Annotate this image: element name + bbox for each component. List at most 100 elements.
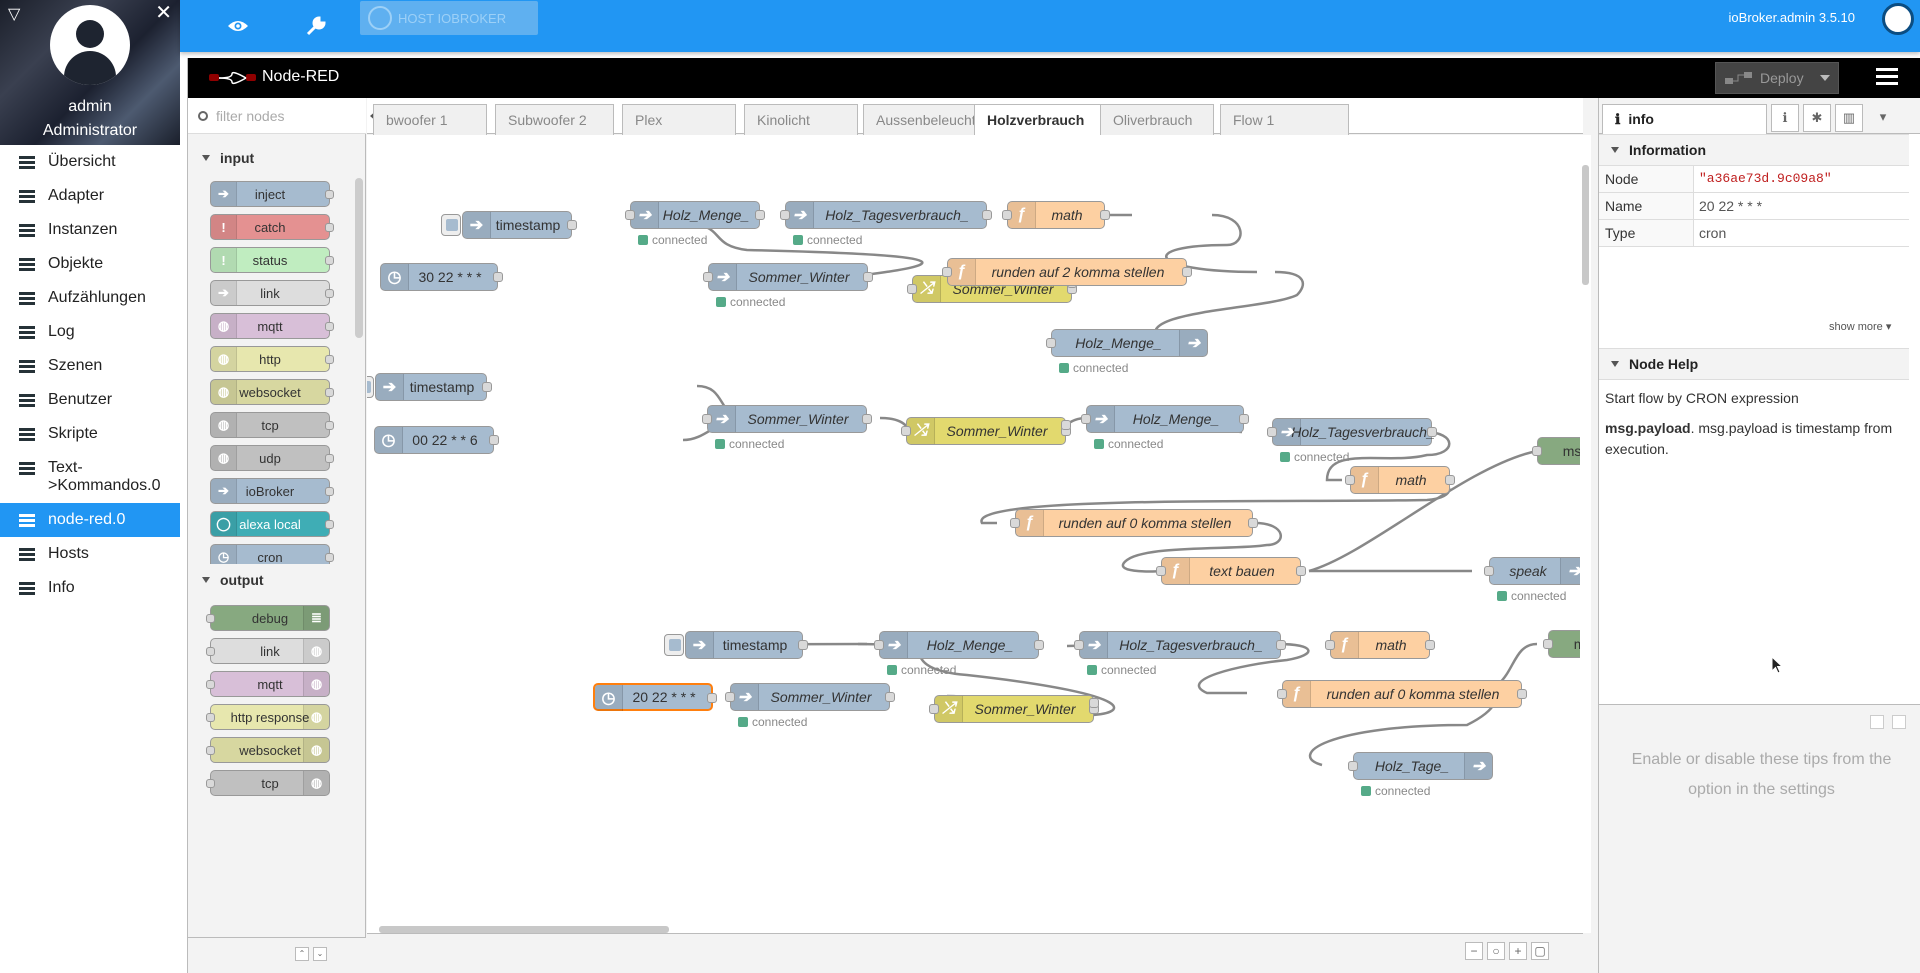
palette-category-output[interactable]: output: [188, 564, 353, 596]
expand-all-icon[interactable]: ⌄: [313, 947, 327, 961]
chart-icon[interactable]: ▥: [1835, 104, 1863, 132]
tab-flow-4[interactable]: Aussenbeleuchtung: [863, 104, 996, 135]
information-header[interactable]: Information: [1599, 134, 1909, 166]
chevron-down-icon[interactable]: ▾: [1879, 109, 1887, 124]
palette-node-http[interactable]: ◍http: [210, 346, 334, 372]
palette-node-catch[interactable]: !catch: [210, 214, 334, 240]
eye-icon[interactable]: [220, 8, 256, 44]
palette-scrollbar[interactable]: [354, 168, 364, 958]
filter-nodes-input[interactable]: filter nodes: [188, 98, 366, 134]
flow-node-cron2[interactable]: ◷00 22 * * 6: [374, 426, 499, 454]
zoom-in-icon[interactable]: +: [1509, 942, 1527, 960]
nav-item-text-kommandos-0[interactable]: Text->Kommandos.0: [0, 451, 180, 503]
flow-node-holz-tages[interactable]: ➔Holz_Tagesverbrauch_: [1074, 631, 1286, 659]
flow-node-speak[interactable]: ➔speak: [1484, 557, 1583, 585]
flow-node-timestamp[interactable]: ➔timestamp: [441, 211, 577, 239]
nav-item-log[interactable]: Log: [0, 315, 180, 349]
navigator-icon[interactable]: ▢: [1531, 942, 1549, 960]
flow-node-timestamp[interactable]: ➔timestamp: [664, 631, 808, 659]
flow-node-msg[interactable]: ≣msg: [1543, 630, 1583, 658]
nav-item-node-red-0[interactable]: node-red.0: [0, 503, 180, 537]
palette-node-inject[interactable]: ➔inject: [210, 181, 334, 207]
tab-flow-6[interactable]: Oliverbrauch: [1100, 104, 1214, 135]
flow-node-sommer-winter[interactable]: ➔Sommer_Winter: [702, 405, 872, 433]
menu-icon[interactable]: [1876, 68, 1898, 88]
nav-item--bersicht[interactable]: Übersicht: [0, 145, 180, 179]
nav-item-info[interactable]: Info: [0, 571, 180, 605]
show-more-link[interactable]: show more ▾: [1829, 321, 1892, 333]
flow-node-holz-tages[interactable]: ➔Holz_Tagesverbrauch_: [1267, 418, 1437, 446]
host-button[interactable]: HOST IOBROKER: [360, 1, 538, 35]
flow-node-holz-tage[interactable]: ➔Holz_Tage_: [1348, 752, 1493, 780]
nav-item-adapter[interactable]: Adapter: [0, 179, 180, 213]
inject-button[interactable]: [441, 214, 461, 236]
palette-node-mqtt[interactable]: ◍mqtt: [210, 313, 334, 339]
palette-node-udp[interactable]: ◍udp: [210, 445, 334, 471]
nav-item-benutzer[interactable]: Benutzer: [0, 383, 180, 417]
flow-node-sommer-winter[interactable]: ⤮Sommer_Winter: [929, 695, 1099, 723]
workspace-vscrollbar[interactable]: [1580, 135, 1591, 933]
flow-node-cron1[interactable]: ◷30 22 * * *: [380, 263, 503, 291]
chevron-down-icon[interactable]: [1820, 75, 1830, 81]
palette-node-status[interactable]: !status: [210, 247, 334, 273]
flow-node-msg[interactable]: ≣msg: [1532, 437, 1583, 465]
palette-output-link[interactable]: link◍: [206, 638, 330, 664]
flow-node-holz-menge[interactable]: ➔Holz_Menge_: [625, 201, 765, 229]
collapse-all-icon[interactable]: ⌃: [295, 947, 309, 961]
deploy-button[interactable]: Deploy: [1715, 62, 1839, 94]
workspace[interactable]: ➔timestamp➔Holz_Menge_connected➔Holz_Tag…: [367, 135, 1583, 933]
flow-node-holz-menge[interactable]: ➔Holz_Menge_: [874, 631, 1044, 659]
info-icon[interactable]: ℹ: [1771, 104, 1799, 132]
nav-item-szenen[interactable]: Szenen: [0, 349, 180, 383]
tab-flow-2[interactable]: Plex: [622, 104, 736, 135]
zoom-out-icon[interactable]: −: [1465, 942, 1483, 960]
flow-node-timestamp[interactable]: ➔timestamp: [367, 373, 492, 401]
nav-item-hosts[interactable]: Hosts: [0, 537, 180, 571]
wrench-icon[interactable]: [298, 8, 334, 44]
palette-category-input[interactable]: input: [188, 142, 353, 174]
filter-icon[interactable]: ▽: [8, 6, 21, 23]
palette-node-tcp[interactable]: ◍tcp: [210, 412, 334, 438]
flow-node-holz-tages[interactable]: ➔Holz_Tagesverbrauch_: [780, 201, 992, 229]
palette-output-websocket[interactable]: websocket◍: [206, 737, 330, 763]
palette-output-mqtt[interactable]: mqtt◍: [206, 671, 330, 697]
nav-item-objekte[interactable]: Objekte: [0, 247, 180, 281]
flow-node-sommer-winter[interactable]: ➔Sommer_Winter: [703, 263, 873, 291]
nav-item-instanzen[interactable]: Instanzen: [0, 213, 180, 247]
palette-output-tcp[interactable]: tcp◍: [206, 770, 330, 796]
tab-flow-3[interactable]: Kinolicht: [744, 104, 858, 135]
tab-flow-7[interactable]: Flow 1: [1220, 104, 1349, 135]
flow-node-sommer-winter[interactable]: ➔Sommer_Winter: [725, 683, 895, 711]
workspace-hscrollbar[interactable]: [367, 924, 1577, 935]
refresh-icon[interactable]: [1870, 715, 1884, 729]
inject-button[interactable]: [367, 376, 374, 398]
zoom-reset-icon[interactable]: ○: [1487, 942, 1505, 960]
palette-node-iobroker[interactable]: ➔ioBroker: [210, 478, 334, 504]
flow-node-sommer-winter[interactable]: ⤮Sommer_Winter: [901, 417, 1071, 445]
tab-flow-5[interactable]: Holzverbrauch: [974, 104, 1115, 136]
flow-node-cron3[interactable]: ◷20 22 * * *: [593, 683, 717, 711]
nav-item-skripte[interactable]: Skripte: [0, 417, 180, 451]
palette-output-debug[interactable]: debug≣: [206, 605, 330, 631]
bug-icon[interactable]: ✱: [1803, 104, 1831, 132]
node-help-header[interactable]: Node Help: [1599, 348, 1909, 380]
close-icon[interactable]: [1892, 715, 1906, 729]
palette-output-http-response[interactable]: http response◍: [206, 704, 330, 730]
flow-node-holz-menge[interactable]: ➔Holz_Menge_: [1046, 329, 1208, 357]
palette-node-websocket[interactable]: ◍websocket: [210, 379, 334, 405]
inject-button[interactable]: [664, 634, 684, 656]
palette-node-link[interactable]: ➔link: [210, 280, 334, 306]
flow-node-holz-menge[interactable]: ➔Holz_Menge_: [1081, 405, 1249, 433]
iobroker-logo-icon[interactable]: [1882, 3, 1914, 35]
nav-item-aufz-hlungen[interactable]: Aufzählungen: [0, 281, 180, 315]
tab-flow-0[interactable]: bwoofer 1: [373, 104, 487, 135]
close-icon[interactable]: ✕: [155, 2, 172, 24]
